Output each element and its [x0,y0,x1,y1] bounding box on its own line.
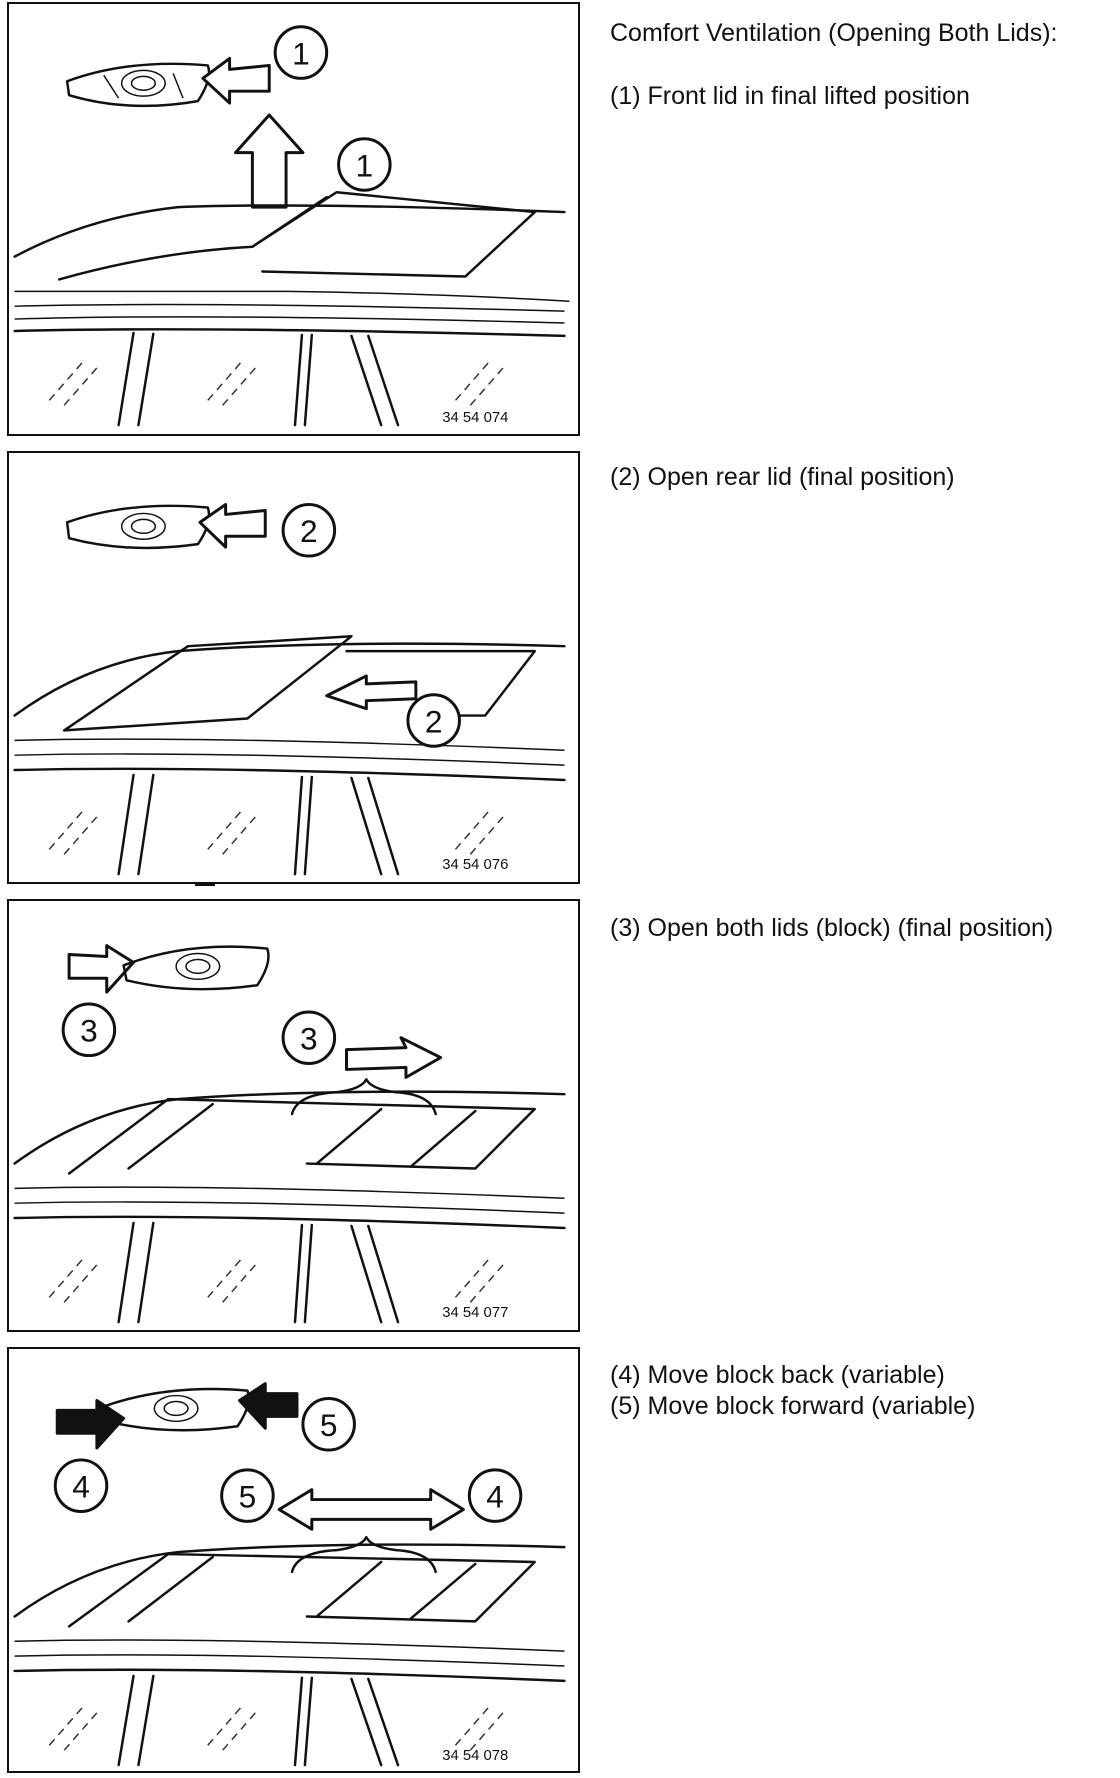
figure-panel-3: 3 3 34 54 077 [7,899,580,1332]
callout-label: 3 [300,1021,318,1057]
sunroof-diagram-4: 5 4 5 4 34 54 078 [13,1382,566,1767]
roof-switch-icon [122,945,270,991]
figure-code: 34 54 078 [442,1748,508,1764]
car-roof-drawing [13,1543,566,1767]
hollow-arrow-up [234,113,305,209]
callout-label: 1 [292,35,310,71]
callout-label: 4 [72,1469,90,1505]
callout-label: 2 [425,703,443,739]
figure-panel-4: 5 4 5 4 34 54 078 [7,1347,580,1773]
section-title: Comfort Ventilation (Opening Both Lids): [610,19,1058,47]
step-caption-4a: (4) Move block back (variable) [610,1361,945,1389]
step-caption-2: (2) Open rear lid (final position) [610,463,955,491]
figure-code: 34 54 077 [442,1305,508,1321]
sunroof-diagram-1: 1 1 34 54 074 [13,25,570,427]
solid-arrow-left [238,1382,299,1430]
divider-tick [195,883,215,886]
hollow-arrow-right [345,1036,443,1079]
caption-block-1: Comfort Ventilation (Opening Both Lids):… [610,18,1057,112]
callout-label: 5 [239,1478,257,1514]
figure-code: 34 54 076 [442,857,508,873]
car-roof-drawing [13,635,566,876]
callout-label: 1 [356,147,374,183]
callout-label: 2 [300,513,318,549]
figure-panel-1: 1 1 34 54 074 [7,2,580,436]
caption-block-2: (2) Open rear lid (final position) [610,462,955,493]
sunroof-diagram-2: 2 2 34 54 076 [13,503,566,876]
car-roof-drawing [13,191,570,427]
roof-switch-icon [65,62,211,108]
step-caption-4b: (5) Move block forward (variable) [610,1392,976,1420]
figure-code: 34 54 074 [442,410,508,426]
solid-arrow-right [55,1399,126,1450]
callout-label: 5 [320,1407,338,1443]
roof-switch-icon [65,504,211,550]
hollow-arrow-right [67,944,135,994]
step-caption-3: (3) Open both lids (block) (final positi… [610,914,1054,942]
caption-block-4: (4) Move block back (variable) (5) Move … [610,1360,975,1422]
hollow-double-arrow [277,1488,465,1531]
roof-switch-icon [102,1387,250,1432]
hollow-arrow-left [325,674,418,711]
callout-label: 3 [80,1013,98,1049]
hollow-arrow-left [201,57,271,105]
car-roof-drawing [13,1090,566,1324]
step-caption-1: (1) Front lid in final lifted position [610,82,970,110]
caption-block-3: (3) Open both lids (block) (final positi… [610,913,1053,944]
figure-panel-2: 2 2 34 54 076 [7,451,580,884]
hollow-arrow-left [198,503,267,549]
callout-label: 4 [486,1478,504,1514]
sunroof-diagram-3: 3 3 34 54 077 [13,944,566,1324]
